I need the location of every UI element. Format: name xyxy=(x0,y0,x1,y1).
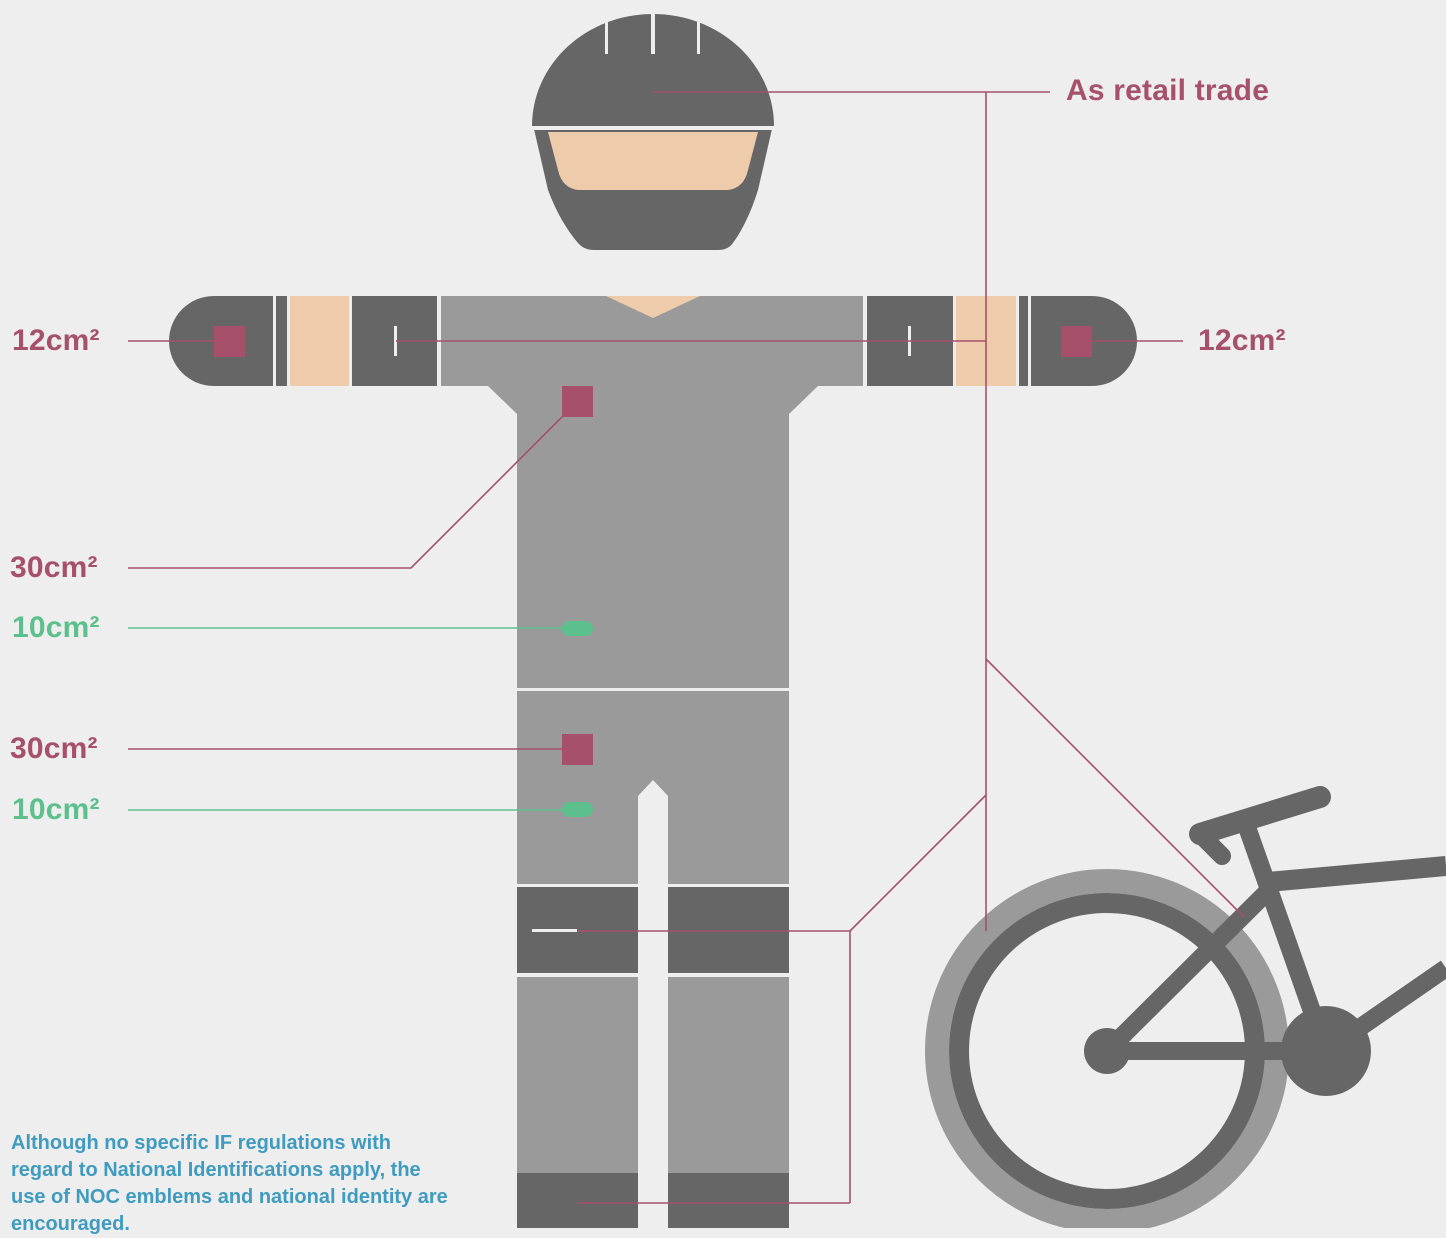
right-sleeve-label: 12cm² xyxy=(1198,324,1286,358)
face xyxy=(548,132,758,190)
shorts xyxy=(517,688,789,1228)
chest-small-logo-label: 10cm² xyxy=(12,611,100,645)
jersey xyxy=(169,296,1137,688)
chest-logo-label: 30cm² xyxy=(10,551,98,585)
helmet-icon xyxy=(532,14,774,250)
bicycle-icon xyxy=(937,797,1446,1221)
left-sleeve-label: 12cm² xyxy=(12,324,100,358)
head-callout-label: As retail trade xyxy=(1066,74,1269,108)
shorts-small-logo-label: 10cm² xyxy=(12,793,100,827)
shorts-logo-label: 30cm² xyxy=(10,732,98,766)
noc-note: Although no specific IF regulations with… xyxy=(11,1130,451,1238)
